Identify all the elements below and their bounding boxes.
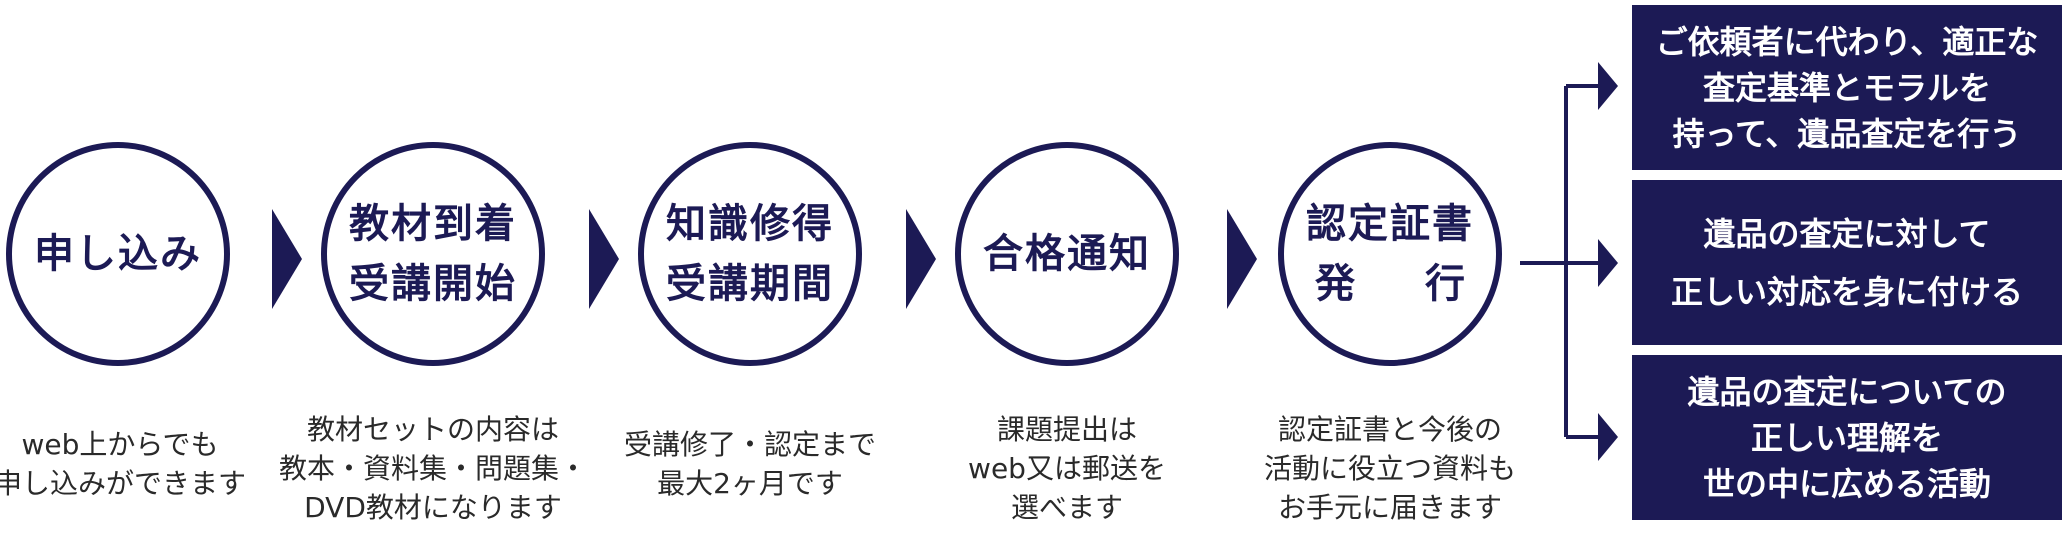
description-line: 最大2ヶ月です — [657, 467, 843, 500]
step-label: 受講開始 — [349, 261, 517, 307]
step-label: 認定証書 — [1306, 201, 1474, 247]
arrowhead-right-icon — [1598, 239, 1618, 287]
step-label: 申し込み — [34, 231, 202, 277]
goal-line: 世の中に広める活動 — [1702, 464, 1991, 503]
goal-line: 遺品の査定に対して — [1703, 214, 1991, 253]
step-label-spread: 発 行 — [1315, 254, 1465, 314]
goal-line: 遺品の査定についての — [1687, 372, 2007, 411]
description-line: お手元に届きます — [1277, 491, 1502, 524]
step-label: 教材到着 — [349, 201, 517, 247]
goal-box-appraise: ご依頼者に代わり、適正な 査定基準とモラルを 持って、遺品査定を行う — [1632, 5, 2062, 170]
goal-line: ご依頼者に代わり、適正な — [1655, 22, 2039, 61]
step-pass-notice: 合格通知 — [955, 142, 1179, 366]
step-description: web上からでも 申し込みができます — [0, 425, 260, 503]
step-description: 課題提出は web又は郵送を 選べます — [927, 410, 1207, 527]
goal-line: 正しい理解を — [1750, 418, 1943, 457]
description-line: 選べます — [1010, 491, 1123, 524]
description-line: web又は郵送を — [968, 452, 1166, 485]
goal-line: 査定基準とモラルを — [1702, 68, 1991, 107]
step-label: 受講期間 — [666, 261, 834, 307]
description-line: web上からでも — [21, 428, 219, 461]
step-label-char: 行 — [1425, 261, 1465, 307]
step-label-char: 発 — [1315, 261, 1355, 307]
goal-line: 持って、遺品査定を行う — [1672, 114, 2022, 153]
goal-box-spread-understanding: 遺品の査定についての 正しい理解を 世の中に広める活動 — [1632, 355, 2062, 520]
goal-box-proper-response: 遺品の査定に対して 正しい対応を身に付ける — [1632, 180, 2062, 345]
step-description: 教材セットの内容は 教本・資料集・問題集・ DVD教材になります — [273, 410, 593, 527]
chevron-right-icon — [1227, 209, 1257, 309]
chevron-right-icon — [906, 209, 936, 309]
step-knowledge-acquisition: 知識修得 受講期間 — [638, 142, 862, 366]
step-label: 合格通知 — [983, 231, 1151, 277]
chevron-right-icon — [272, 209, 302, 309]
step-description: 受講修了・認定まで 最大2ヶ月です — [610, 425, 890, 503]
description-line: 認定証書と今後の — [1277, 413, 1502, 446]
goal-line: 正しい対応を身に付ける — [1670, 272, 2023, 311]
description-line: 申し込みができます — [0, 467, 246, 500]
description-line: DVD教材になります — [304, 491, 562, 524]
step-description: 認定証書と今後の 活動に役立つ資料も お手元に届きます — [1250, 410, 1530, 527]
description-line: 受講修了・認定まで — [623, 428, 876, 461]
chevron-right-icon — [589, 209, 619, 309]
step-apply: 申し込み — [6, 142, 230, 366]
description-line: 教材セットの内容は — [306, 413, 559, 446]
arrowhead-right-icon — [1598, 62, 1618, 110]
step-label: 知識修得 — [666, 201, 834, 247]
description-line: 活動に役立つ資料も — [1263, 452, 1516, 485]
step-certificate-issue: 認定証書 発 行 — [1278, 142, 1502, 366]
step-materials-arrival: 教材到着 受講開始 — [321, 142, 545, 366]
description-line: 課題提出は — [996, 413, 1137, 446]
arrowhead-right-icon — [1598, 413, 1618, 461]
description-line: 教本・資料集・問題集・ — [278, 452, 587, 485]
